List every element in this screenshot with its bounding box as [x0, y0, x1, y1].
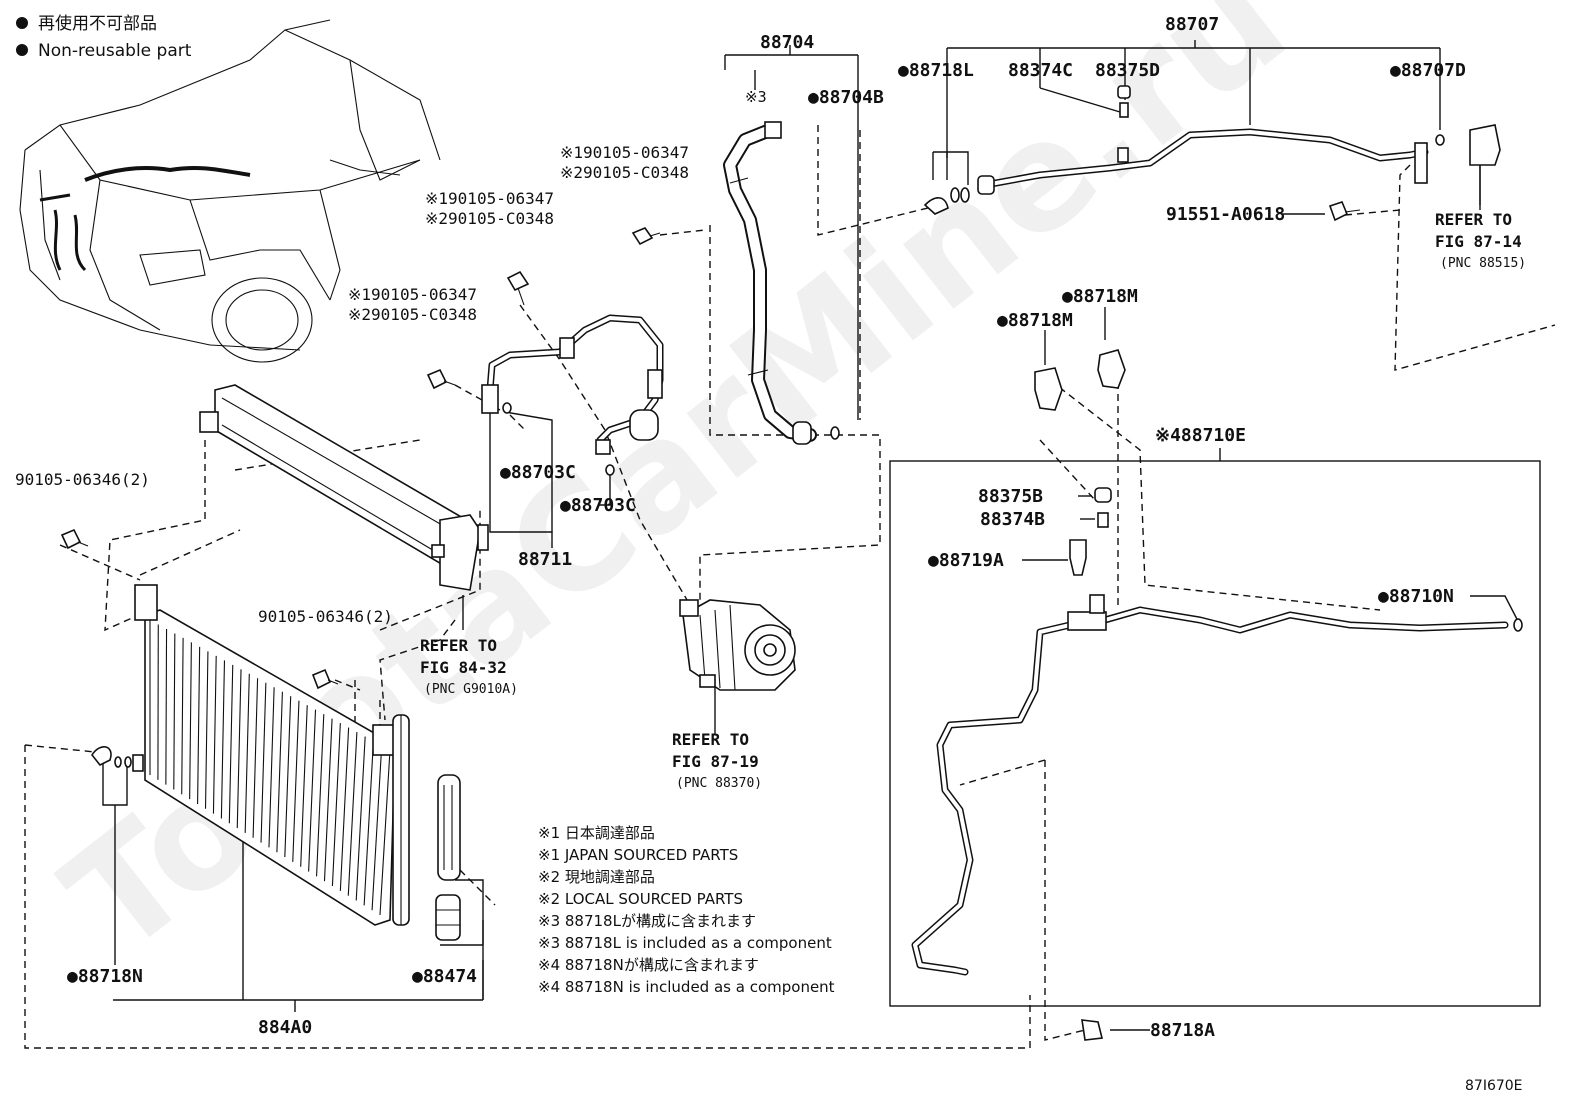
- vehicle-illustration: [19, 19, 441, 363]
- label-88718a: 88718A: [1150, 1020, 1215, 1041]
- label-88718n: ●88718N: [67, 966, 143, 987]
- legend: 再使用不可部品 Non-reusable part: [16, 13, 192, 61]
- label-bolt-c-2: ※290105-C0348: [348, 305, 477, 324]
- refer-2-line3: (PNC G9010A): [424, 682, 518, 697]
- label-88707d: ●88707D: [1390, 60, 1466, 81]
- label-88718m-b: ●88718M: [997, 310, 1073, 331]
- note-3-en: ※3 88718L is included as a component: [538, 934, 832, 952]
- label-88375b: 88375B: [978, 486, 1043, 507]
- note-4-jp: ※4 88718Nが構成に含まれます: [538, 956, 759, 974]
- label-88704-note: ※3: [745, 88, 767, 106]
- refer-1-line3: (PNC 88515): [1440, 256, 1526, 271]
- label-bolt-c-1: ※190105-06347: [348, 285, 477, 304]
- note-4-en: ※4 88718N is included as a component: [538, 978, 835, 996]
- refer-1-line2: FIG 87-14: [1435, 232, 1522, 251]
- note-3-jp: ※3 88718Lが構成に含まれます: [538, 912, 756, 930]
- label-bolt-b-2: ※290105-C0348: [425, 209, 554, 228]
- label-91551-a0618: 91551-A0618: [1166, 204, 1285, 225]
- hose-88711: [481, 314, 664, 476]
- label-88374c: 88374C: [1008, 60, 1073, 81]
- hose-88704: [723, 121, 840, 445]
- compressor: [679, 599, 796, 691]
- o-ring-set-88718n: [91, 746, 144, 772]
- leader-lines: [102, 40, 1541, 1031]
- bolt-icon: [60, 201, 1361, 690]
- non-reusable-dot-icon: [16, 17, 28, 29]
- part-labels: 88704 ※3 ●88704B 88707 ●88718L 88374C 88…: [15, 14, 1466, 1041]
- label-88710n: ●88710N: [1378, 586, 1454, 607]
- note-1-jp: ※1 日本調達部品: [538, 824, 655, 842]
- label-88704: 88704: [760, 32, 814, 53]
- label-88711: 88711: [518, 549, 572, 570]
- condenser-884a0: [134, 584, 410, 926]
- label-bolt-d: 90105-06346(2): [15, 470, 150, 489]
- dryer-element: [435, 774, 461, 941]
- label-88718l: ●88718L: [898, 60, 974, 81]
- refer-3-line1: REFER TO: [672, 730, 749, 749]
- label-bolt-a-2: ※290105-C0348: [560, 163, 689, 182]
- label-88375d: 88375D: [1095, 60, 1160, 81]
- label-88704b: ●88704B: [808, 87, 884, 108]
- label-bolt-a-1: ※190105-06347: [560, 143, 689, 162]
- clamp-88718m: [1034, 349, 1126, 411]
- label-bolt-b-1: ※190105-06347: [425, 189, 554, 208]
- label-88374b: 88374B: [980, 509, 1045, 530]
- label-88703c-b: ●88703C: [560, 495, 636, 516]
- non-reusable-dot-icon: [16, 44, 28, 56]
- label-88707: 88707: [1165, 14, 1219, 35]
- note-2-jp: ※2 現地調達部品: [538, 868, 655, 886]
- refer-1-line1: REFER TO: [1435, 210, 1512, 229]
- legend-en: Non-reusable part: [38, 41, 192, 61]
- label-88703c-a: ●88703C: [500, 462, 576, 483]
- refer-2-line2: FIG 84-32: [420, 658, 507, 677]
- refer-labels: REFER TO FIG 87-14 (PNC 88515) REFER TO …: [420, 210, 1526, 791]
- refer-3-line3: (PNC 88370): [676, 776, 762, 791]
- note-1-en: ※1 JAPAN SOURCED PARTS: [538, 846, 738, 864]
- refer-2-line1: REFER TO: [420, 636, 497, 655]
- diagram-code: 87I670E: [1465, 1078, 1523, 1094]
- label-88718m-a: ●88718M: [1062, 286, 1138, 307]
- label-884a0: 884A0: [258, 1017, 312, 1038]
- label-88710e: ※488710E: [1155, 425, 1246, 446]
- pipe-88710e: [911, 487, 1523, 1041]
- label-88719a: ●88719A: [928, 550, 1004, 571]
- pipe-88707: [923, 85, 1501, 215]
- note-2-en: ※2 LOCAL SOURCED PARTS: [538, 890, 743, 908]
- radiator-core: [199, 384, 489, 591]
- label-bolt-e: 90105-06346(2): [258, 607, 393, 626]
- label-88474: ●88474: [412, 966, 477, 987]
- legend-jp: 再使用不可部品: [38, 13, 157, 34]
- footnotes: ※1 日本調達部品 ※1 JAPAN SOURCED PARTS ※2 現地調達…: [538, 824, 835, 996]
- refer-3-line2: FIG 87-19: [672, 752, 759, 771]
